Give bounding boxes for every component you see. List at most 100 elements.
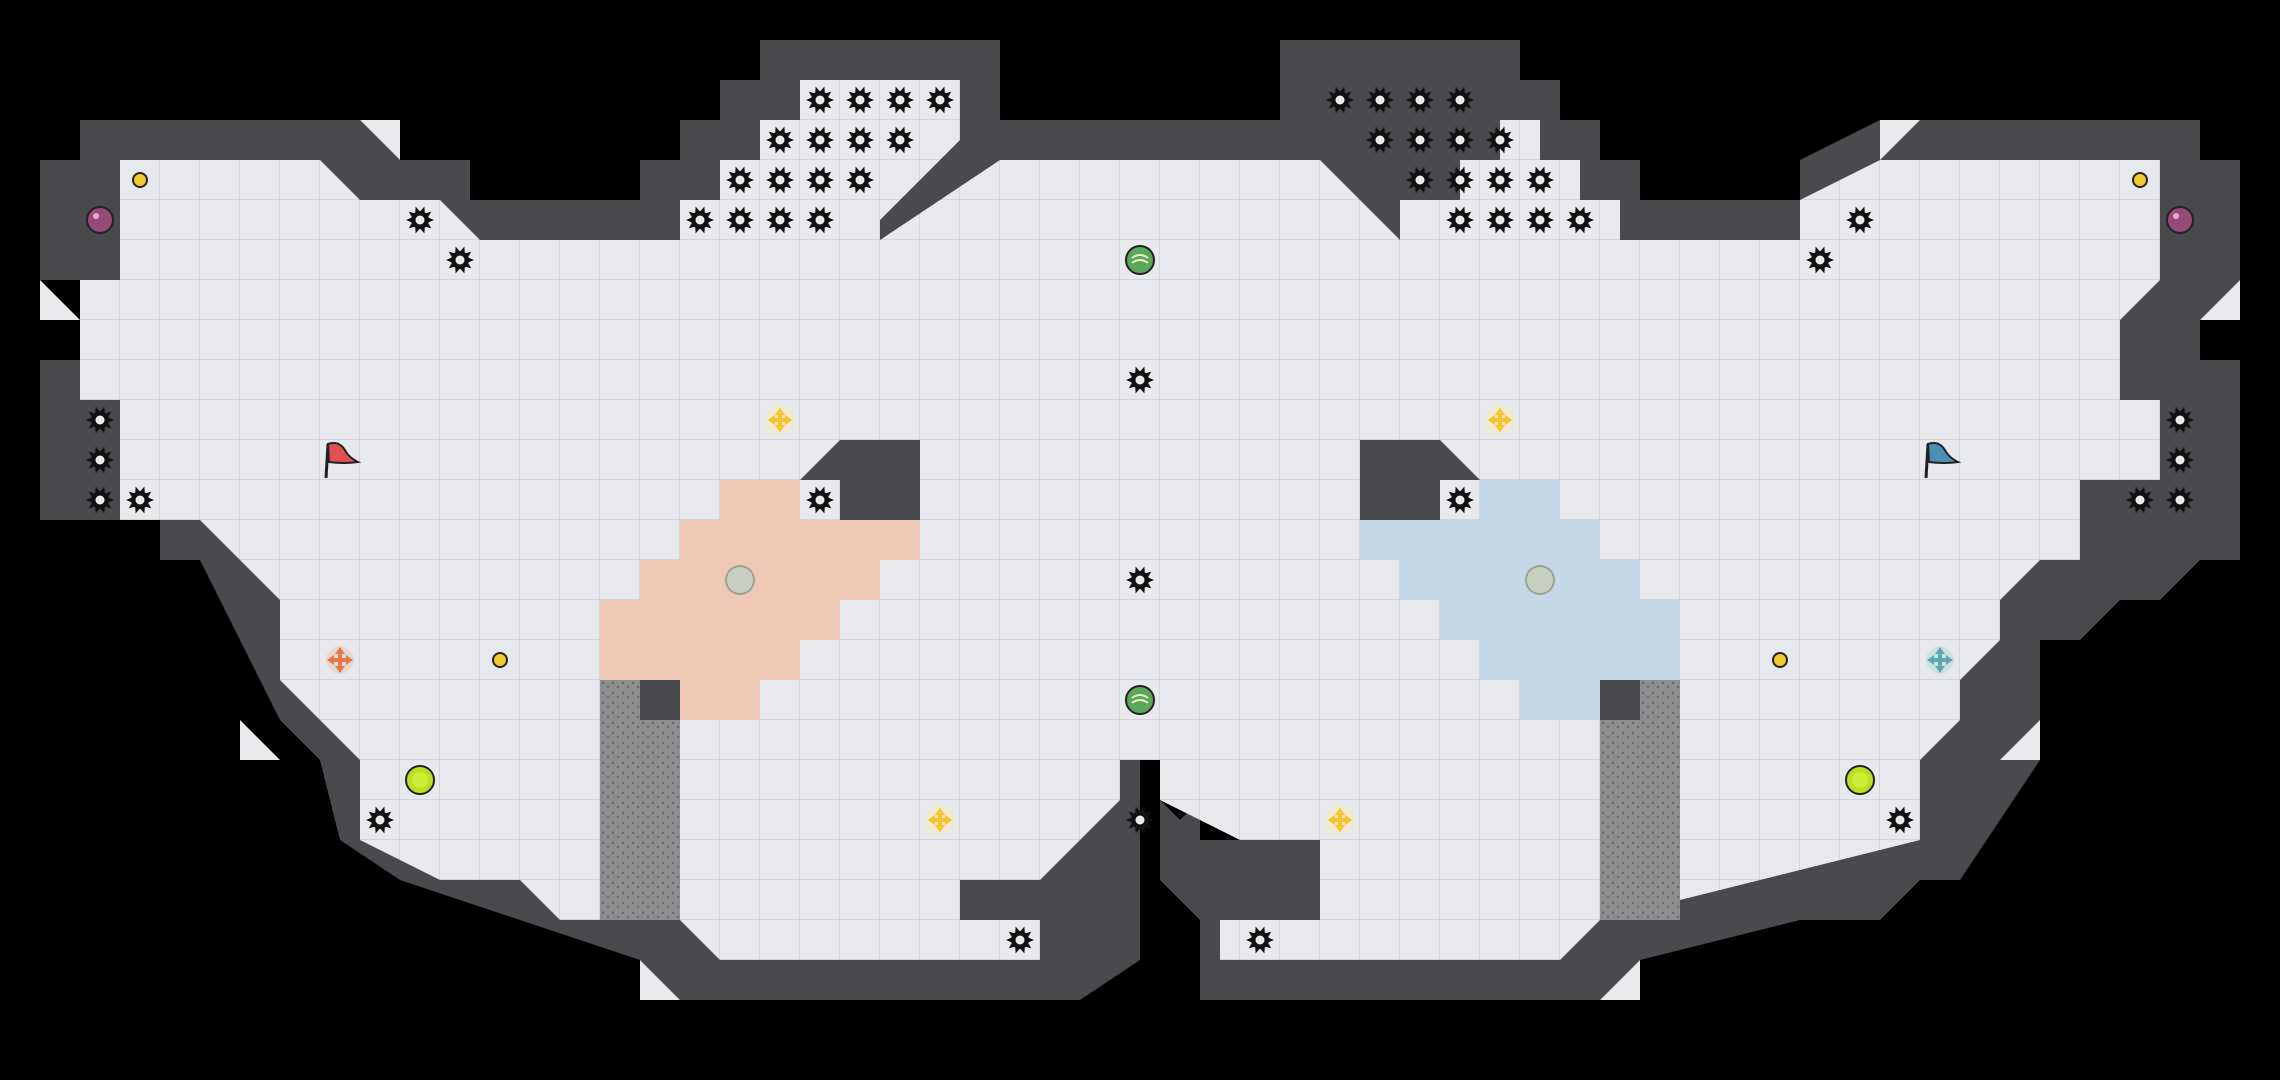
red-zone-tile [760,520,800,560]
spike-icon [1326,86,1354,114]
spike-icon [2166,446,2194,474]
blue-zone-tile [1600,600,1640,640]
ledge-right [1160,800,1320,920]
spike-icon [1446,166,1474,194]
blue-zone-tile [1520,680,1560,720]
blue-zone-tile [1480,520,1520,560]
red-zone-tile [640,600,680,640]
blue-zone-tile [1440,520,1480,560]
spike-icon [1446,86,1474,114]
blue-zone-tile [1520,640,1560,680]
spike-icon [2126,486,2154,514]
red-base-zone [600,480,920,720]
spike-icon [1846,206,1874,234]
red-zone-tile [720,480,760,520]
ramp [640,960,680,1000]
boost-pad-icon [1326,806,1354,834]
stone-column-left [600,680,640,920]
red-zone-tile [840,520,880,560]
red-zone-tile [760,560,800,600]
ramp [2200,280,2240,320]
red-zone-tile [640,560,680,600]
blue-zone-tile [1480,600,1520,640]
blue-zone-tile [1640,640,1680,680]
spike-icon [1486,126,1514,154]
spike-icon [846,166,874,194]
neutral-orb-icon [725,565,755,595]
spike-icon [806,126,834,154]
red-zone-tile [880,520,920,560]
blue-zone-tile [1480,560,1520,600]
blue-zone-tile [1560,560,1600,600]
coin-icon [2132,172,2148,188]
block-right [1600,680,1640,720]
stone-column-left-2 [640,720,680,920]
spike-icon [1126,566,1154,594]
boost-pad-icon [766,406,794,434]
ramp [2000,720,2040,760]
spike-icon [86,446,114,474]
red-zone-tile [600,600,640,640]
portal-icon [1125,245,1155,275]
blue-flag-icon [1924,442,1962,479]
spike-icon [1526,166,1554,194]
red-zone-tile [760,600,800,640]
ledge-left [960,800,1120,920]
boost-pad-icon [1486,406,1514,434]
spike-icon [1406,126,1434,154]
spike-icon [1406,166,1434,194]
spike-icon [446,246,474,274]
powerup-orb-icon [405,765,435,795]
spike-icon [1126,366,1154,394]
spike-icon [406,206,434,234]
blue-zone-tile [1480,640,1520,680]
red-zone-tile [800,560,840,600]
teal-crosshair-icon [1926,646,1954,674]
coin-icon [1772,652,1788,668]
ramp [1880,120,1920,160]
ramp [40,280,80,320]
spike-icon [1006,926,1034,954]
orange-crosshair-icon [326,646,354,674]
spike-icon [1806,246,1834,274]
spike-icon [366,806,394,834]
stone-columns [600,680,1680,920]
potion-icon [86,206,114,234]
spike-icon [1486,166,1514,194]
spike-icon [1566,206,1594,234]
blue-zone-tile [1440,560,1480,600]
spike-icon [1446,126,1474,154]
red-zone-tile [680,560,720,600]
blue-zone-tile [1600,640,1640,680]
spike-icon [1126,806,1154,834]
spike-icon [126,486,154,514]
blue-zone-tile [1480,480,1520,520]
red-zone-tile [600,640,640,680]
blue-zone-tile [1520,480,1560,520]
spike-icon [886,126,914,154]
spike-icon [846,126,874,154]
boost-pad-icon [926,806,954,834]
portal-icon [1125,685,1155,715]
spike-icon [86,486,114,514]
red-zone-tile [760,640,800,680]
red-zone-tile [720,520,760,560]
spike-icon [1366,126,1394,154]
spike-icon [806,86,834,114]
spike-icon [806,206,834,234]
spike-icon [1886,806,1914,834]
red-zone-tile [720,680,760,720]
spike-icon [2166,486,2194,514]
blue-zone-tile [1520,520,1560,560]
red-zone-tile [800,600,840,640]
spike-icon [806,486,834,514]
red-zone-tile [840,560,880,600]
pickups [86,172,2194,834]
spike-hazards [86,86,2194,954]
blue-zone-tile [1400,520,1440,560]
red-zone-tile [680,680,720,720]
red-zone-tile [760,480,800,520]
spike-icon [806,166,834,194]
blue-zone-tile [1640,600,1680,640]
